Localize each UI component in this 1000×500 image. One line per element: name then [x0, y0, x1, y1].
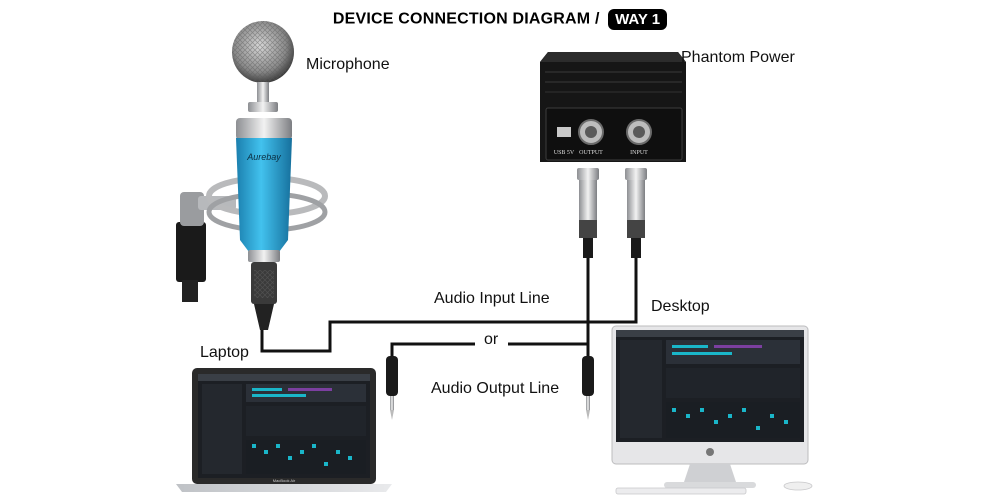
title-text: DEVICE CONNECTION DIAGRAM / — [332, 10, 600, 28]
phantom-power-illustration: USB 5V OUTPUT INPUT — [540, 52, 686, 258]
diagram-title: DEVICE CONNECTION DIAGRAM / WAY 1 — [0, 9, 1000, 30]
microphone-illustration: Aurebay — [176, 21, 328, 330]
desktop-label: Desktop — [651, 298, 710, 315]
or-label: or — [484, 331, 499, 348]
audio-output-line-label: Audio Output Line — [431, 380, 560, 397]
cables — [260, 258, 638, 356]
output-xlr-plug — [577, 168, 599, 258]
phantom-power-label: Phantom Power — [681, 49, 795, 66]
input-xlr-plug — [625, 168, 647, 258]
desktop-mouse — [783, 481, 813, 491]
title-badge: WAY 1 — [608, 9, 668, 30]
mic-to-phantom-cable — [260, 258, 638, 353]
microphone-label: Microphone — [306, 56, 390, 73]
usb-port-text: USB 5V — [554, 150, 575, 156]
output-port-text: OUTPUT — [579, 150, 603, 156]
laptop-label: Laptop — [200, 344, 249, 361]
mic-brand-text: Aurebay — [246, 152, 281, 162]
desktop-illustration — [611, 325, 813, 495]
laptop-branch-cable — [390, 342, 475, 356]
input-port-text: INPUT — [630, 150, 648, 156]
laptop-illustration: MacBook Air — [176, 368, 392, 492]
audio-input-line-label: Audio Input Line — [434, 290, 550, 307]
laptop-brand-text: MacBook Air — [273, 478, 296, 483]
desktop-logo-icon — [706, 448, 714, 456]
laptop-audio-jack — [386, 356, 398, 420]
desktop-audio-jack — [582, 356, 594, 420]
